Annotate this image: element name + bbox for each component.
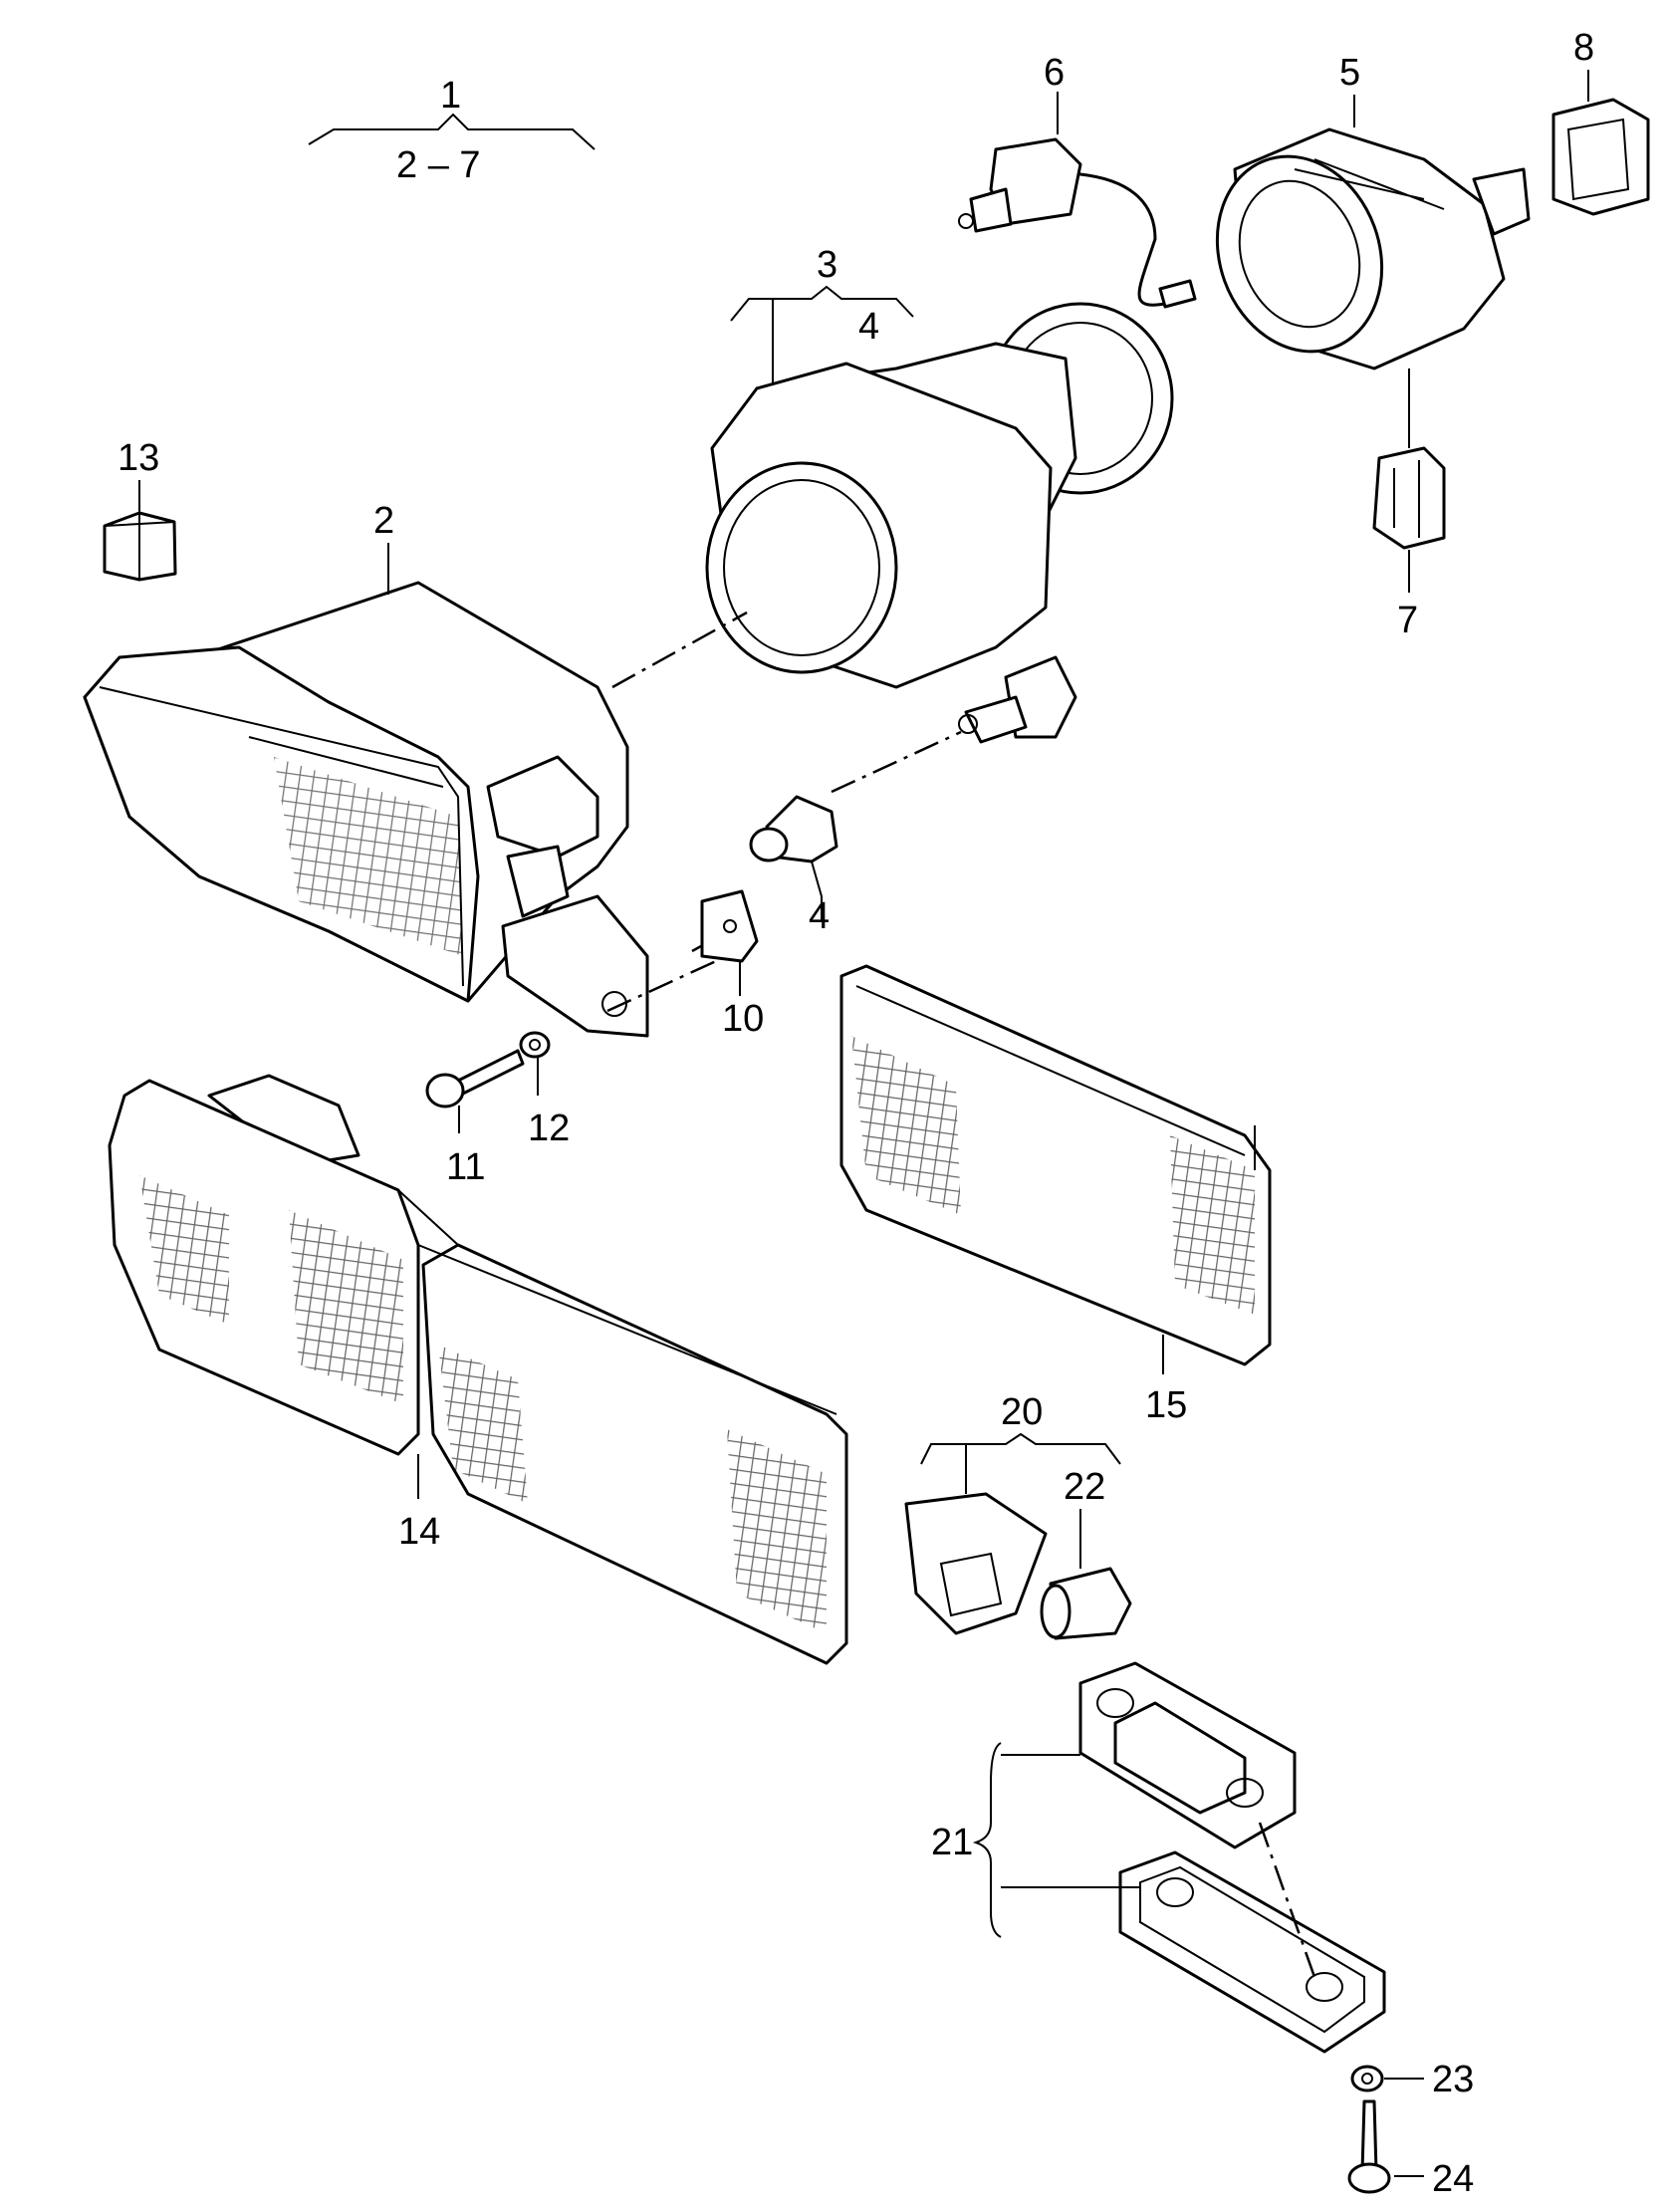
leader-screw	[606, 954, 728, 1013]
part-14-turn-signal-lens: 14	[108, 1074, 848, 1665]
callout-7: 7	[1397, 600, 1418, 641]
callout-group-1: 1 2 – 7	[308, 75, 596, 186]
part-20-bulb-socket: 20	[904, 1391, 1121, 1635]
part-3-lamp-insert: 3 4	[705, 244, 1174, 744]
part-13-clip: 13	[103, 437, 177, 582]
part-10-speed-nut: 10	[700, 889, 764, 1040]
callout-10: 10	[722, 998, 764, 1040]
callout-8: 8	[1573, 27, 1594, 69]
part-2-fog-lamp-housing: 2	[83, 500, 649, 1038]
part-4-bulb: 4	[749, 795, 838, 937]
callout-13: 13	[118, 437, 159, 479]
part-8-connector: 8	[1551, 27, 1650, 216]
leader-housing-to-insert	[611, 611, 748, 689]
callout-3: 3	[817, 244, 837, 286]
callout-24: 24	[1432, 2158, 1474, 2200]
part-5-bulb-holder: 5	[1215, 52, 1531, 370]
part-15-side-lens: 15	[839, 964, 1272, 1426]
callout-15: 15	[1145, 1384, 1187, 1426]
callout-12: 12	[528, 1107, 570, 1149]
callout-2: 2	[373, 500, 394, 542]
callout-22: 22	[1064, 1466, 1105, 1508]
leader-bulb	[831, 730, 962, 794]
part-11-12-screw-washer: 11 12	[425, 1031, 570, 1188]
callout-6: 6	[1044, 52, 1065, 94]
callout-21: 21	[931, 1822, 973, 1863]
callout-5: 5	[1339, 52, 1360, 94]
callout-1: 1	[440, 75, 461, 117]
part-22-bulb: 22	[1040, 1466, 1132, 1640]
callout-20: 20	[1001, 1391, 1043, 1433]
callout-3-sub: 4	[858, 306, 879, 348]
callout-11: 11	[446, 1146, 485, 1188]
callout-14: 14	[398, 1511, 440, 1553]
callout-23: 23	[1432, 2059, 1474, 2100]
part-6-bulb-with-wire: 6	[958, 52, 1197, 309]
part-23-washer: 23	[1350, 2059, 1474, 2100]
part-21-lamp-housing-and-gasket: 21	[931, 1661, 1386, 2054]
part-24-screw: 24	[1347, 2099, 1474, 2200]
callout-1-range: 2 – 7	[396, 144, 481, 186]
part-7-retaining-clip: 7	[1372, 369, 1446, 641]
callout-4: 4	[809, 895, 830, 937]
